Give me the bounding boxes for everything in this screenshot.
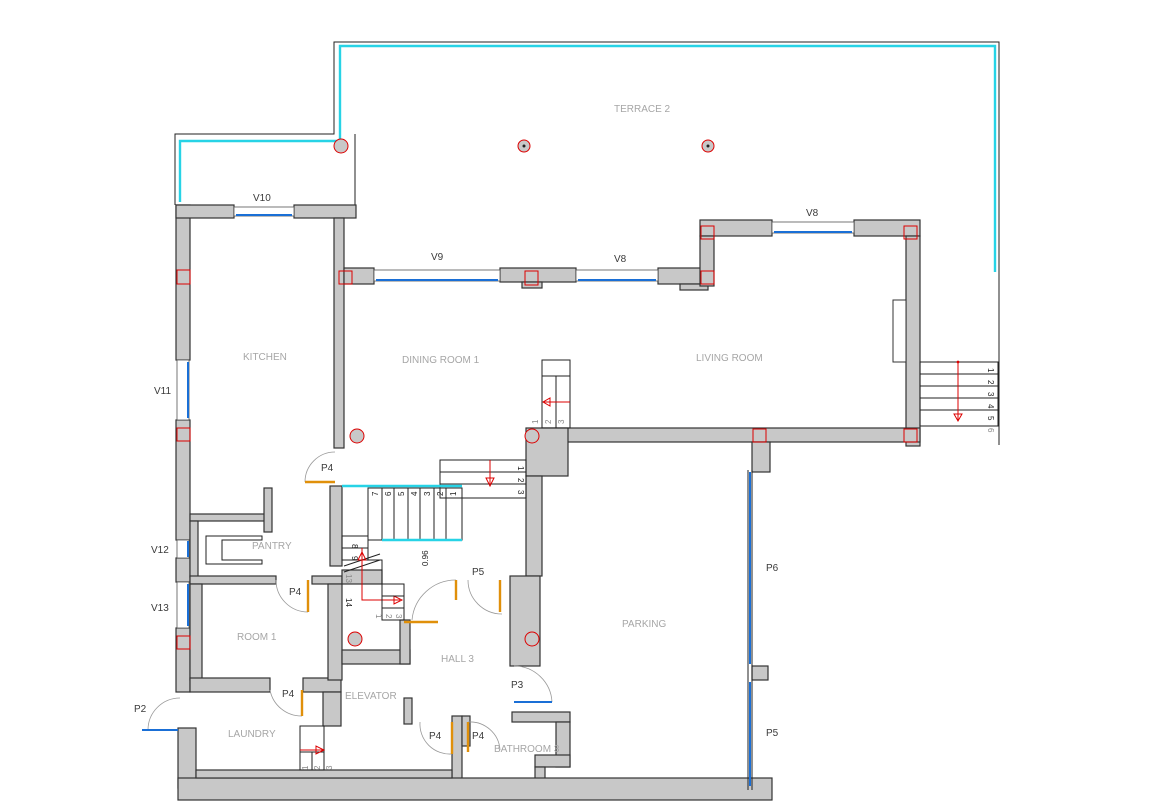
window-tag-v10: V10 [253,193,271,204]
landing-step-3: 3 [516,490,525,495]
stairs: 1 2 3 4 5 6 1 2 3 1 2 3 7 6 5 4 [299,359,999,771]
stair-step-3: 3 [423,491,432,496]
door-tag-p3: P3 [511,680,524,691]
landing-step-2: 2 [516,478,525,483]
small-step-3: 3 [557,419,566,424]
room-pantry: PANTRY [252,541,292,552]
door-tag-p4-dining: P4 [321,463,334,474]
laundry-step-2: 2 [313,765,322,770]
room-living-room: LIVING ROOM [696,353,763,364]
lower-step-1: 1 [374,614,383,619]
stair-dimension: 0.96 [421,550,430,566]
columns [176,138,918,650]
room-laundry: LAUNDRY [228,729,276,740]
windows [176,206,907,790]
stair-step-7: 7 [371,491,380,496]
room-parking: PARKING [622,619,666,630]
stair-step-13: 13 [344,574,353,583]
small-step-2: 2 [544,419,553,424]
terrace-step-6: 6 [986,428,995,433]
landing-step-1: 1 [516,466,525,471]
window-tag-v11: V11 [154,386,171,397]
door-tag-p4-pantry: P4 [289,587,302,598]
window-tag-v13: V13 [151,603,169,614]
terrace-step-1: 1 [986,368,995,373]
room-dining-room-1: DINING ROOM 1 [402,355,480,366]
room-bathroom-3: BATHROOM 3 [494,744,560,755]
lower-step-2: 2 [384,614,393,619]
walls [175,204,921,801]
room-terrace-2: TERRACE 2 [614,104,671,115]
window-tag-v12: V12 [151,545,169,556]
door-tag-p4-hall-b: P4 [472,731,485,742]
window-tag-v8-living: V8 [806,208,819,219]
laundry-step-1: 1 [301,765,310,770]
window-tags: V10 V9 V8 V8 V11 V12 V13 [151,193,819,614]
door-tag-p4-room1: P4 [282,689,295,700]
stair-step-4: 4 [410,491,419,496]
lower-step-3: 3 [394,614,403,619]
pantry-counter [205,535,263,565]
small-step-1: 1 [531,419,540,424]
door-tag-p5-parking: P5 [766,728,779,739]
terrace-step-5: 5 [986,416,995,421]
room-kitchen: KITCHEN [243,352,287,363]
room-labels: TERRACE 2 KITCHEN DINING ROOM 1 LIVING R… [228,104,763,755]
stair-step-8: 8 [350,544,359,549]
stair-step-1: 1 [449,491,458,496]
doors [142,451,553,755]
room-elevator: ELEVATOR [345,691,397,702]
door-tag-p4-hall-a: P4 [429,731,442,742]
stair-step-14: 14 [344,598,353,607]
terrace-outline [174,41,1000,445]
terrace-step-4: 4 [986,404,995,409]
door-tag-p6: P6 [766,563,779,574]
window-tag-v9: V9 [431,252,444,263]
stair-step-2: 2 [436,491,445,496]
room-room-1: ROOM 1 [237,632,277,643]
stair-step-6: 6 [384,491,393,496]
terrace-step-3: 3 [986,392,995,397]
door-tag-p2: P2 [134,704,147,715]
terrace-step-2: 2 [986,380,995,385]
stair-step-5: 5 [397,491,406,496]
laundry-step-3: 3 [325,765,334,770]
room-hall-3: HALL 3 [441,654,474,665]
door-tag-p5-hall: P5 [472,567,485,578]
window-tag-v8-dining: V8 [614,254,627,265]
stair-step-9: 9 [350,556,359,561]
door-tags: P4 P4 P4 P4 P4 P5 P3 P2 P6 P5 [134,463,779,742]
